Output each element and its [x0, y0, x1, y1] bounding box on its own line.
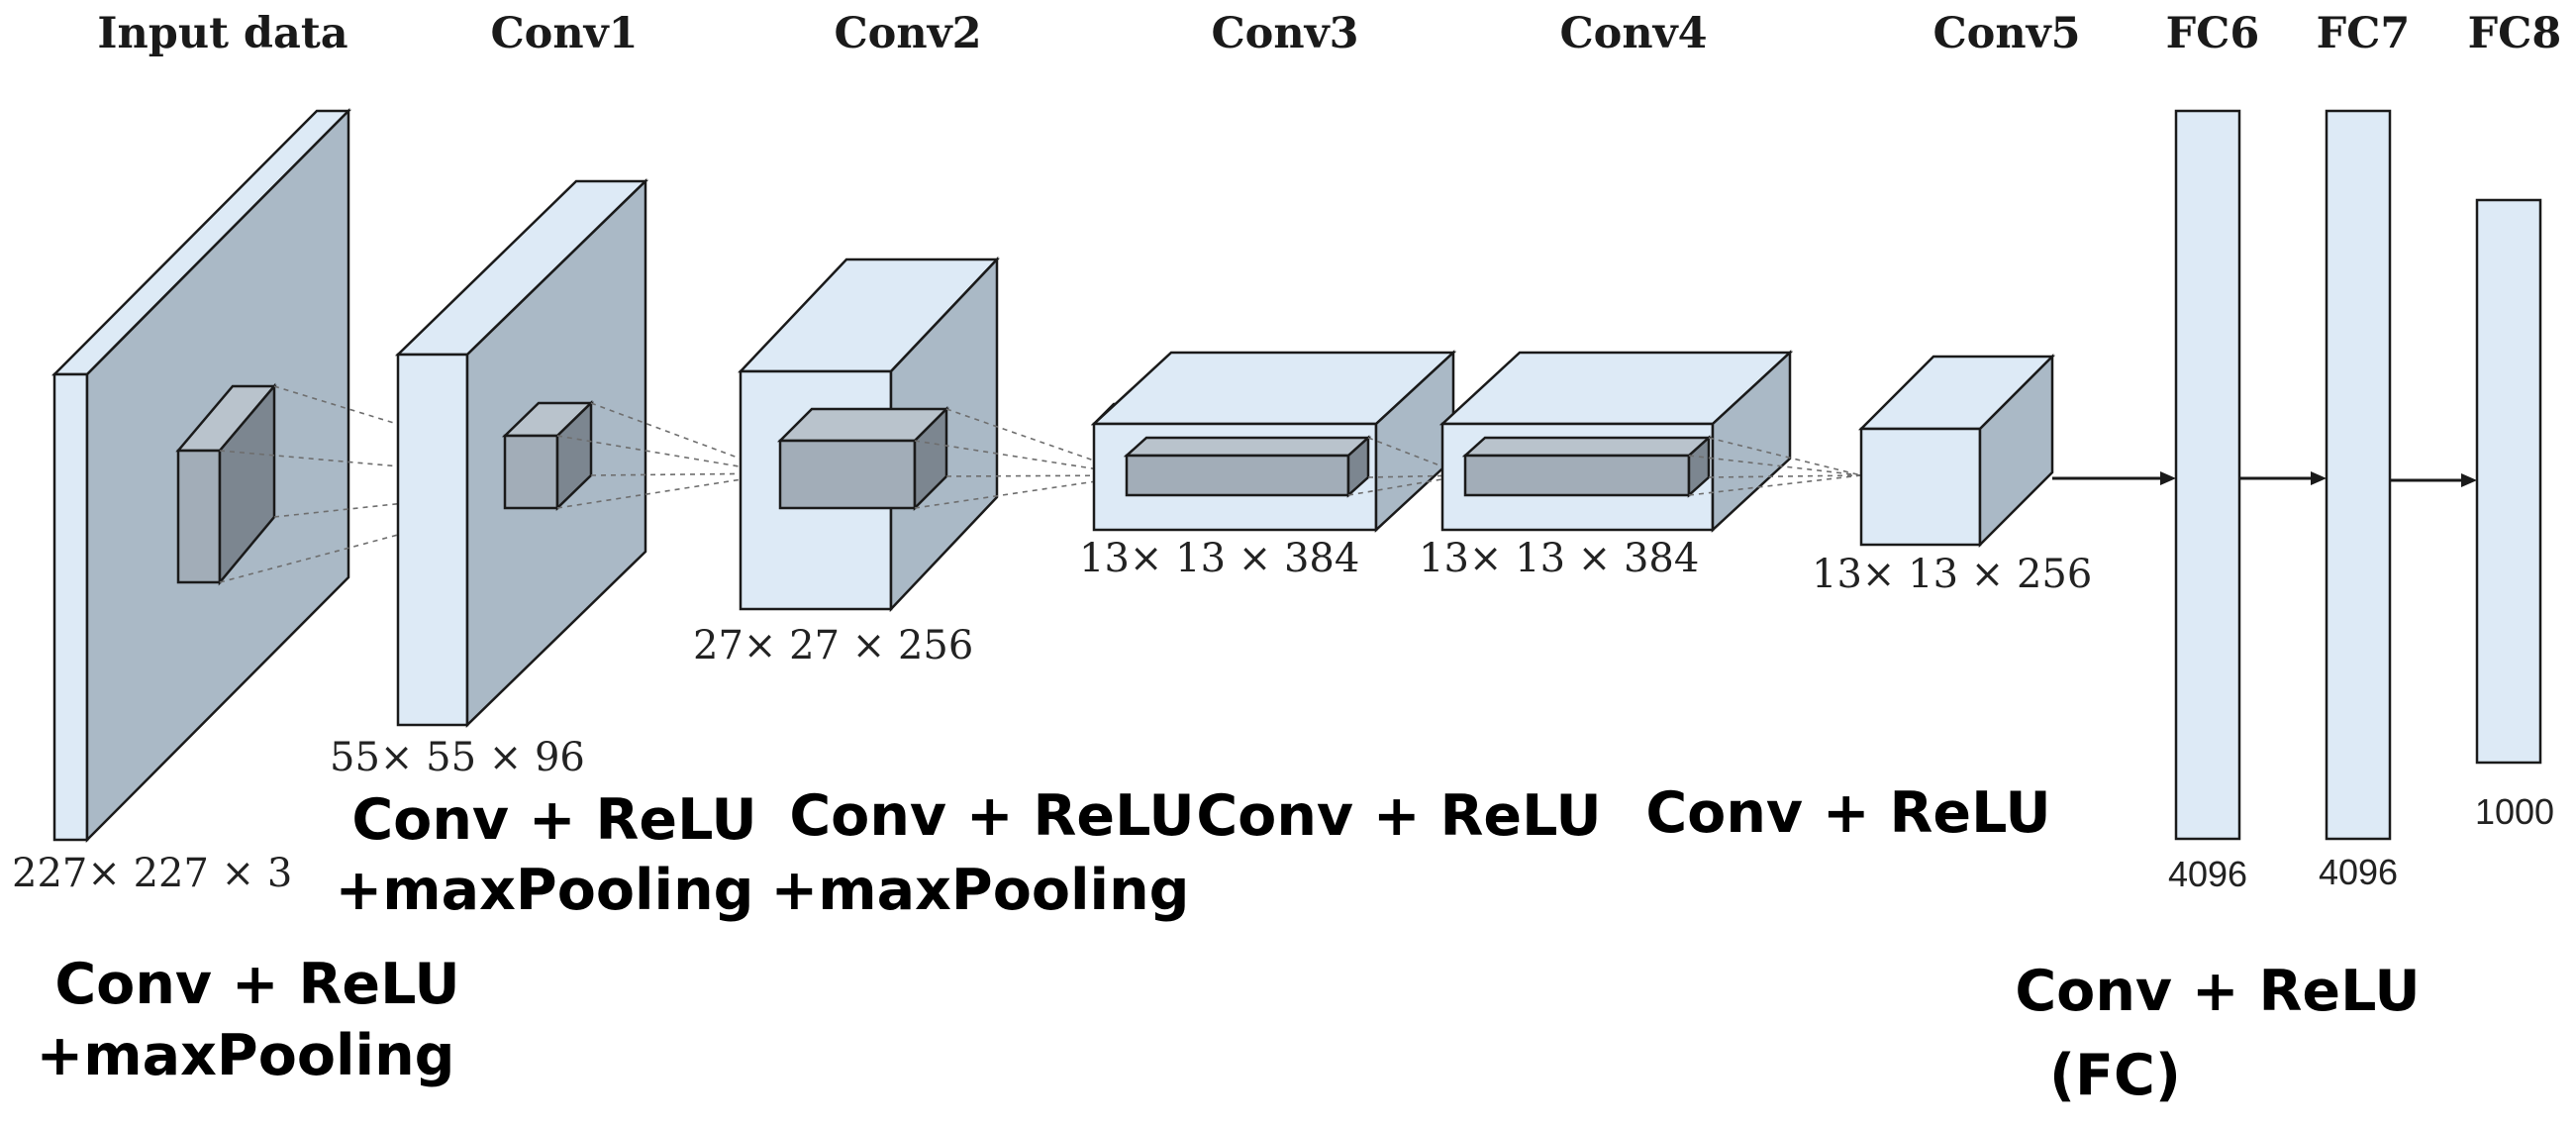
arrow-fc7-fc8	[2390, 473, 2477, 487]
conv5-volume-side	[1978, 353, 2054, 549]
title-fc8: FC8	[2468, 9, 2562, 58]
dims-conv4: 13× 13 × 384	[1419, 536, 1699, 581]
op-fc-line1: Conv + ReLU	[2015, 959, 2420, 1024]
conv4-kernel-front	[1463, 454, 1691, 497]
conv3-kernel	[1123, 435, 1372, 498]
conv5-volume	[1857, 353, 2056, 549]
conv3-kernel-front	[1125, 454, 1350, 497]
arrow-fc6-fc7	[2239, 471, 2327, 485]
conv2-kernel	[776, 405, 950, 512]
conv3-kernel-top	[1123, 436, 1372, 458]
dims-conv3: 13× 13 × 384	[1079, 536, 1359, 581]
title-fc6: FC6	[2166, 9, 2260, 58]
op-input-line1: Conv + ReLU	[54, 952, 459, 1017]
title-conv5: Conv5	[1932, 9, 2080, 58]
op-input-line2: +maxPooling	[37, 1023, 455, 1088]
input-kernel-front	[176, 449, 222, 584]
dims-fc8: 1000	[2475, 791, 2554, 832]
title-input-data: Input data	[97, 9, 347, 58]
title-conv3: Conv3	[1211, 9, 1358, 58]
dims-fc6: 4096	[2168, 854, 2247, 894]
op-conv1-line1: Conv + ReLU	[351, 787, 756, 853]
title-conv4: Conv4	[1559, 9, 1707, 58]
fc6-layer	[2174, 109, 2241, 841]
op-fc-line2: (FC)	[2049, 1043, 2181, 1108]
fc7-layer	[2325, 109, 2392, 841]
conv5-volume-front	[1859, 427, 1982, 547]
conv2-kernel-front	[778, 439, 917, 510]
op-conv3-line1: Conv + ReLU	[1196, 783, 1601, 849]
op-conv2-line2: +maxPooling	[771, 858, 1190, 923]
title-fc7: FC7	[2317, 9, 2411, 58]
input-volume-front	[52, 372, 89, 842]
fc8-layer	[2475, 198, 2542, 765]
conv1-kernel-front	[503, 434, 559, 510]
arrow-conv5-fc6	[2052, 471, 2176, 485]
dims-conv1: 55× 55 × 96	[330, 735, 585, 780]
dims-conv2: 27× 27 × 256	[693, 623, 973, 668]
dims-fc7: 4096	[2319, 852, 2398, 892]
projection-conv4-conv5	[1688, 437, 1862, 496]
title-conv2: Conv2	[834, 9, 981, 58]
conv1-volume-front	[396, 353, 469, 727]
dims-input: 227× 227 × 3	[12, 851, 292, 896]
op-conv4-line1: Conv + ReLU	[1645, 780, 2050, 846]
op-conv2-line1: Conv + ReLU	[789, 783, 1194, 849]
title-conv1: Conv1	[490, 9, 638, 58]
dims-conv5: 13× 13 × 256	[1812, 552, 2092, 597]
conv4-kernel	[1461, 435, 1713, 498]
op-conv1-line2: +maxPooling	[336, 858, 754, 923]
conv4-kernel-top	[1461, 436, 1713, 458]
